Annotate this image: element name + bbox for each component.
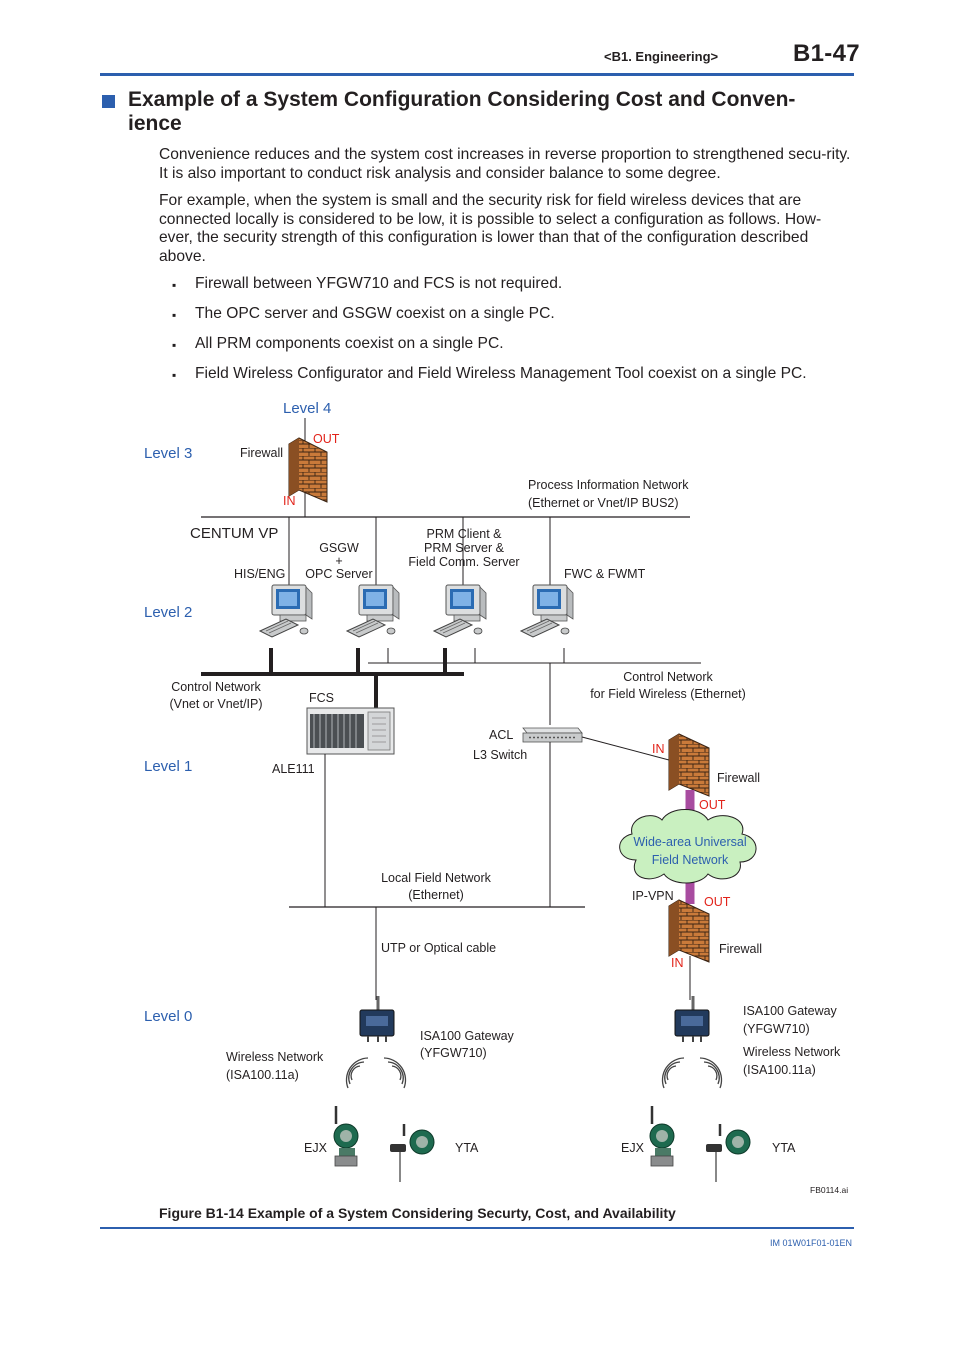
level-1-label: Level 1 [144, 758, 192, 775]
local-field-network-label-1: Local Field Network [381, 871, 492, 885]
fwc-fwmt-pc-icon [520, 584, 574, 638]
title-bullet-icon [102, 95, 115, 108]
cloud-label-1: Wide-area Universal [633, 835, 746, 849]
gsgw-label-1: GSGW [319, 541, 359, 555]
figure-file-id: FB0114.ai [810, 1185, 848, 1195]
utp-optical-label: UTP or Optical cable [381, 941, 496, 955]
local-right-waves-icon [383, 1057, 407, 1089]
fwc-fwmt-label: FWC & FWMT [564, 567, 646, 581]
top-firewall-icon [288, 437, 328, 503]
remote-wireless-label-2: (ISA100.11a) [743, 1063, 816, 1077]
prm-label-2: PRM Server & [424, 541, 505, 555]
prm-server-pc-icon [433, 584, 487, 638]
bullet-item-3: All PRM components coexist on a single P… [195, 335, 504, 352]
local-gateway-icon [358, 994, 396, 1044]
upper-firewall-in: IN [652, 742, 665, 756]
lower-firewall-in: IN [671, 956, 684, 970]
paragraph-2: For example, when the system is small an… [159, 192, 822, 265]
upper-firewall-out: OUT [699, 798, 726, 812]
centum-vp-label: CENTUM VP [190, 525, 278, 542]
ale111-label: ALE111 [272, 762, 315, 776]
section-title-line2: ience [128, 112, 182, 135]
local-ejx-label: EJX [304, 1141, 328, 1155]
level-0-label: Level 0 [144, 1008, 192, 1025]
his-eng-pc-icon [259, 584, 313, 638]
header-rule [100, 73, 854, 76]
control-network-label-1: Control Network [171, 680, 261, 694]
local-field-network-label-2: (Ethernet) [408, 888, 464, 902]
local-gateway-label-2: (YFGW710) [420, 1046, 487, 1060]
bullet-icon: ▪ [172, 278, 177, 292]
cloud-label-2: Field Network [652, 853, 729, 867]
lower-firewall-label: Firewall [719, 942, 762, 956]
section-header: <B1. Engineering> [604, 49, 719, 64]
gsgw-label-3: OPC Server [305, 567, 372, 581]
remote-gateway-icon [673, 994, 711, 1044]
top-firewall-out: OUT [313, 432, 340, 446]
bullet-item-4: Field Wireless Configurator and Field Wi… [195, 365, 807, 382]
control-network-label-2: (Vnet or Vnet/IP) [169, 697, 262, 711]
pin-label-2: (Ethernet or Vnet/IP BUS2) [528, 496, 679, 510]
ip-vpn-label: IP-VPN [632, 889, 674, 903]
local-yta-icon [388, 1122, 436, 1184]
control-network-fw-label-1: Control Network [623, 670, 713, 684]
local-yta-label: YTA [455, 1141, 479, 1155]
level-4-label: Level 4 [283, 400, 331, 417]
remote-yta-icon [704, 1122, 752, 1184]
remote-gateway-label-1: ISA100 Gateway [743, 1004, 838, 1018]
local-left-waves-icon [345, 1057, 369, 1089]
fcs-cabinet-icon [306, 707, 395, 755]
acl-label: ACL [489, 728, 513, 742]
prm-label-1: PRM Client & [426, 527, 502, 541]
local-wireless-label-2: (ISA100.11a) [226, 1068, 299, 1082]
level-2-label: Level 2 [144, 604, 192, 621]
remote-right-waves-icon [699, 1057, 723, 1089]
bullet-icon: ▪ [172, 308, 177, 322]
page-number: B1-47 [793, 40, 860, 67]
top-firewall-label: Firewall [240, 446, 283, 460]
top-firewall-in: IN [283, 494, 296, 508]
remote-yta-label: YTA [772, 1141, 796, 1155]
upper-firewall-icon [668, 733, 710, 797]
bullet-item-1: Firewall between YFGW710 and FCS is not … [195, 275, 563, 292]
l3-switch-label: L3 Switch [473, 748, 527, 762]
bullet-icon: ▪ [172, 338, 177, 352]
bullet-icon: ▪ [172, 368, 177, 382]
bullet-item-2: The OPC server and GSGW coexist on a sin… [195, 305, 555, 322]
upper-firewall-label: Firewall [717, 771, 760, 785]
figure-caption: Figure B1-14 Example of a System Conside… [159, 1205, 676, 1221]
remote-ejx-icon [648, 1104, 676, 1168]
local-ejx-icon [332, 1104, 360, 1168]
section-title-line1: Example of a System Configuration Consid… [128, 88, 796, 111]
pin-label-1: Process Information Network [528, 478, 689, 492]
control-network-fw-label-2: for Field Wireless (Ethernet) [590, 687, 746, 701]
remote-ejx-label: EJX [621, 1141, 645, 1155]
section-title: Example of a System Configuration Consid… [128, 88, 795, 136]
remote-left-waves-icon [661, 1057, 685, 1089]
gsgw-opc-pc-icon [346, 584, 400, 638]
remote-gateway-label-2: (YFGW710) [743, 1022, 810, 1036]
his-eng-label: HIS/ENG [234, 567, 285, 581]
local-wireless-label-1: Wireless Network [226, 1050, 324, 1064]
level-3-label: Level 3 [144, 445, 192, 462]
local-gateway-label-1: ISA100 Gateway [420, 1029, 515, 1043]
paragraph-1: Convenience reduces and the system cost … [159, 146, 851, 182]
remote-wireless-label-1: Wireless Network [743, 1045, 841, 1059]
lower-firewall-out: OUT [704, 895, 731, 909]
l3-switch-icon [522, 727, 583, 743]
switch-firewall-link [581, 736, 670, 761]
document-number: IM 01W01F01-01EN [770, 1238, 853, 1248]
footer-rule [100, 1227, 854, 1229]
prm-label-3: Field Comm. Server [408, 555, 519, 569]
wide-area-network-cloud [619, 809, 757, 884]
fcs-label: FCS [309, 691, 334, 705]
lower-firewall-icon [668, 899, 710, 963]
gsgw-label-2: + [335, 554, 342, 568]
